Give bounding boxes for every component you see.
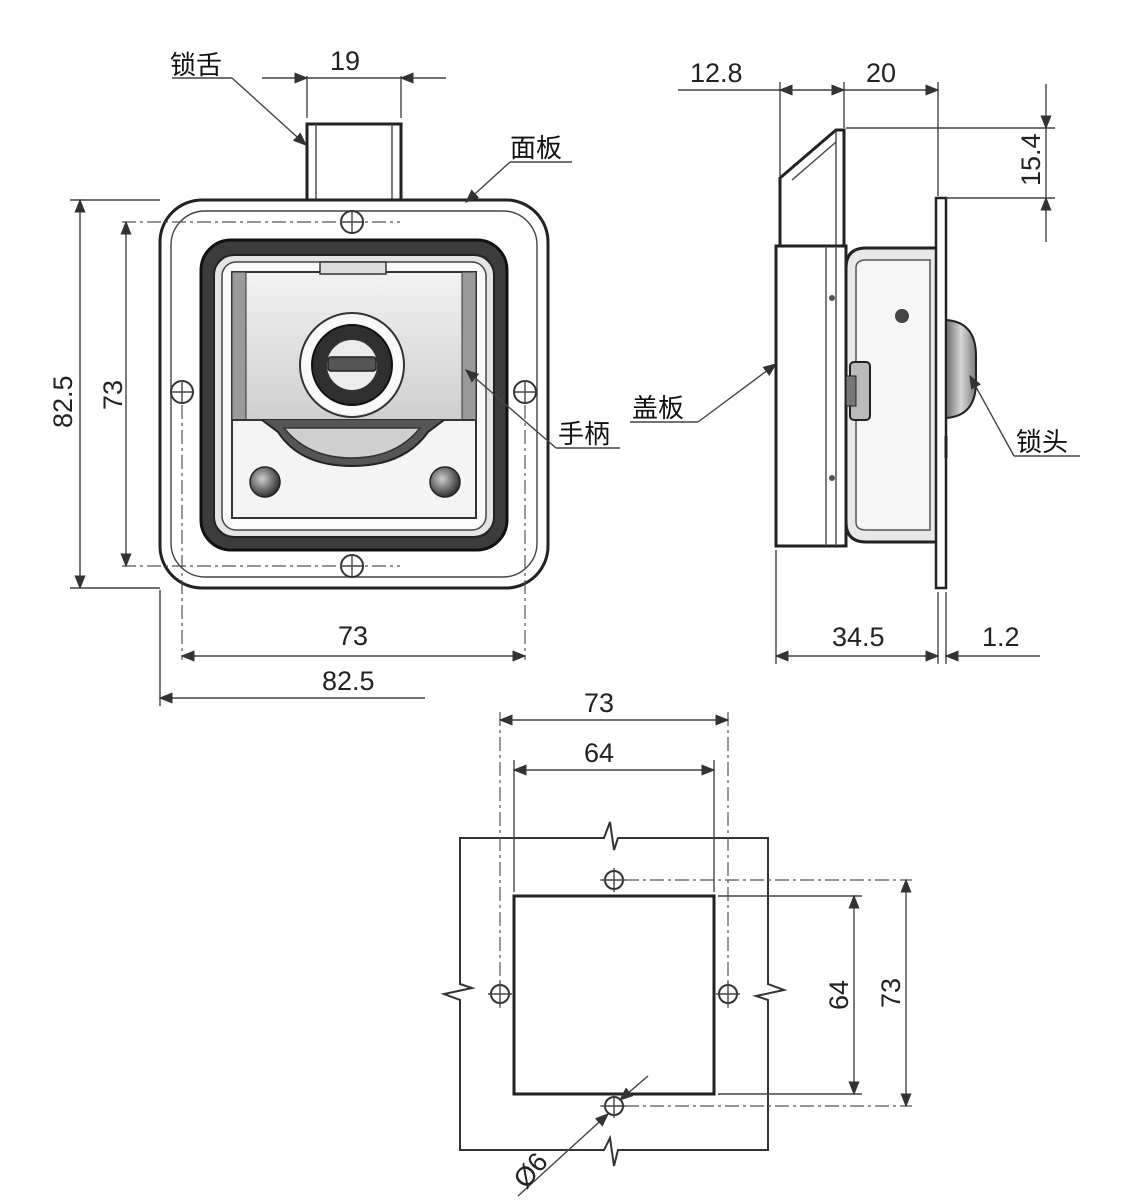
front-view: 19 82.5 73 73 82.5 锁舌 面板 手柄 — [48, 46, 620, 706]
dim-side-top-depth: 20 — [866, 58, 896, 88]
dim-tongue-width: 19 — [330, 46, 360, 76]
dim-panel-thickness: 1.2 — [982, 622, 1020, 652]
label-cover-plate: 盖板 — [632, 394, 684, 424]
dim-cutout-width: 64 — [584, 738, 614, 768]
rivet-right — [429, 466, 461, 498]
dim-hole-spacing-horizontal: 73 — [338, 621, 368, 651]
side-view: 12.8 20 15.4 34.5 1.2 盖板 锁头 — [630, 58, 1080, 664]
dim-cutout-hole-spacing-h: 73 — [584, 688, 614, 718]
dim-outer-height: 82.5 — [48, 375, 78, 428]
cutout-view: 73 64 64 73 Ø6 — [440, 688, 912, 1197]
side-lock-cylinder — [945, 318, 977, 420]
label-lock-tongue: 锁舌 — [170, 51, 222, 81]
outer-panel — [158, 198, 550, 590]
dim-cutout-hole-spacing-v: 73 — [876, 978, 906, 1008]
lock-tongue — [305, 122, 403, 202]
rivet-left — [249, 466, 281, 498]
label-lock-cylinder: 锁头 — [1016, 428, 1068, 458]
label-handle: 手柄 — [558, 420, 610, 450]
dim-side-top-offset: 12.8 — [690, 58, 743, 88]
label-panel: 面板 — [510, 134, 562, 164]
dim-cutout-height: 64 — [824, 980, 854, 1010]
dim-tongue-height: 15.4 — [1016, 133, 1046, 186]
dim-outer-width: 82.5 — [322, 666, 375, 696]
side-panel-flange — [934, 196, 948, 590]
dim-body-depth: 34.5 — [832, 622, 885, 652]
cutout-sheet — [440, 821, 788, 1167]
side-cover-plate — [774, 244, 848, 548]
dim-hole-spacing-vertical: 73 — [98, 380, 128, 410]
key-slot — [327, 356, 377, 372]
dim-hole-diameter: Ø6 — [508, 1147, 554, 1194]
cutout-square — [512, 894, 716, 1096]
side-tongue — [778, 128, 846, 248]
